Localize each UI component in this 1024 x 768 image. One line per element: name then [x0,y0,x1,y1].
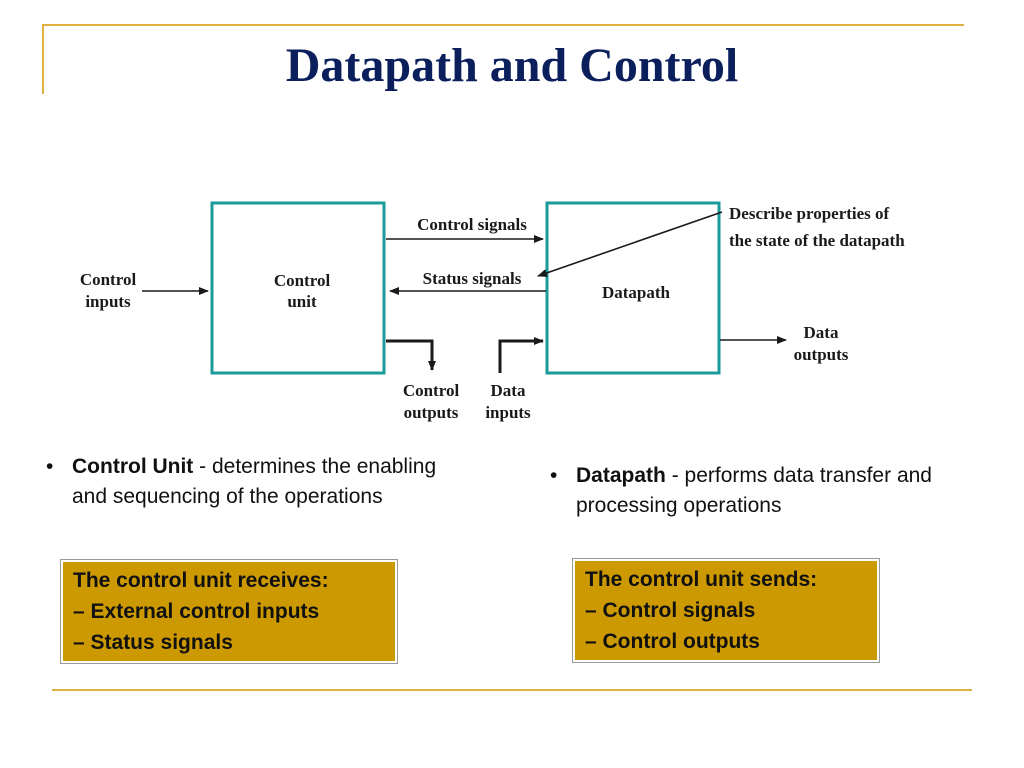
control-signals-label: Control signals [417,215,527,234]
bullet-text: - performs data transfer and processing … [576,464,932,517]
control-outputs-label-line1: Control [403,381,460,400]
frame-top-line [42,24,964,26]
frame-left-line [42,24,44,94]
bullet-datapath: • Datapath - performs data transfer and … [550,461,996,521]
bullet-term: Datapath [576,464,666,487]
datapath-box [545,201,721,375]
slide-title: Datapath and Control [285,39,739,92]
bullet-dot: • [46,455,54,478]
callout-line: – Control outputs [585,630,760,653]
bullet-control-unit: • Control Unit - determines the enabling… [46,452,472,512]
data-inputs-label-line2: inputs [485,403,531,422]
callout-line: – External control inputs [73,600,320,623]
callout-line: The control unit receives: [73,569,329,592]
bottom-rule [52,689,972,691]
control-outputs-label-line2: outputs [404,403,459,422]
datapath-label: Datapath [602,283,671,302]
data-outputs-label-line1: Data [804,323,839,342]
data-outputs-label-line2: outputs [794,345,849,364]
callout-sends: The control unit sends: – Control signal… [572,558,880,663]
data-inputs-label-line1: Data [491,381,526,400]
callout-line: – Control signals [585,599,756,622]
bullet-dot: • [550,464,558,487]
describe-pointer-arrow [537,211,723,277]
data-inputs-arrow [498,337,544,373]
control-inputs-label-line2: inputs [85,292,131,311]
control-unit-box [210,201,386,375]
status-signals-label: Status signals [423,269,522,288]
callout-line: – Status signals [73,631,233,654]
control-unit-label-line1: Control [274,271,331,290]
control-unit-label-line2: unit [287,292,317,311]
control-inputs-label-line1: Control [80,270,137,289]
describe-label-line2: the state of the datapath [729,231,905,250]
bullet-text: - determines the enabling and sequencing… [72,455,437,508]
describe-label-line1: Describe properties of [729,204,890,223]
callout-line: The control unit sends: [585,568,818,591]
bullet-term: Control Unit [72,455,194,478]
control-outputs-arrow [386,339,436,371]
callout-receives: The control unit receives: – External co… [60,559,398,664]
